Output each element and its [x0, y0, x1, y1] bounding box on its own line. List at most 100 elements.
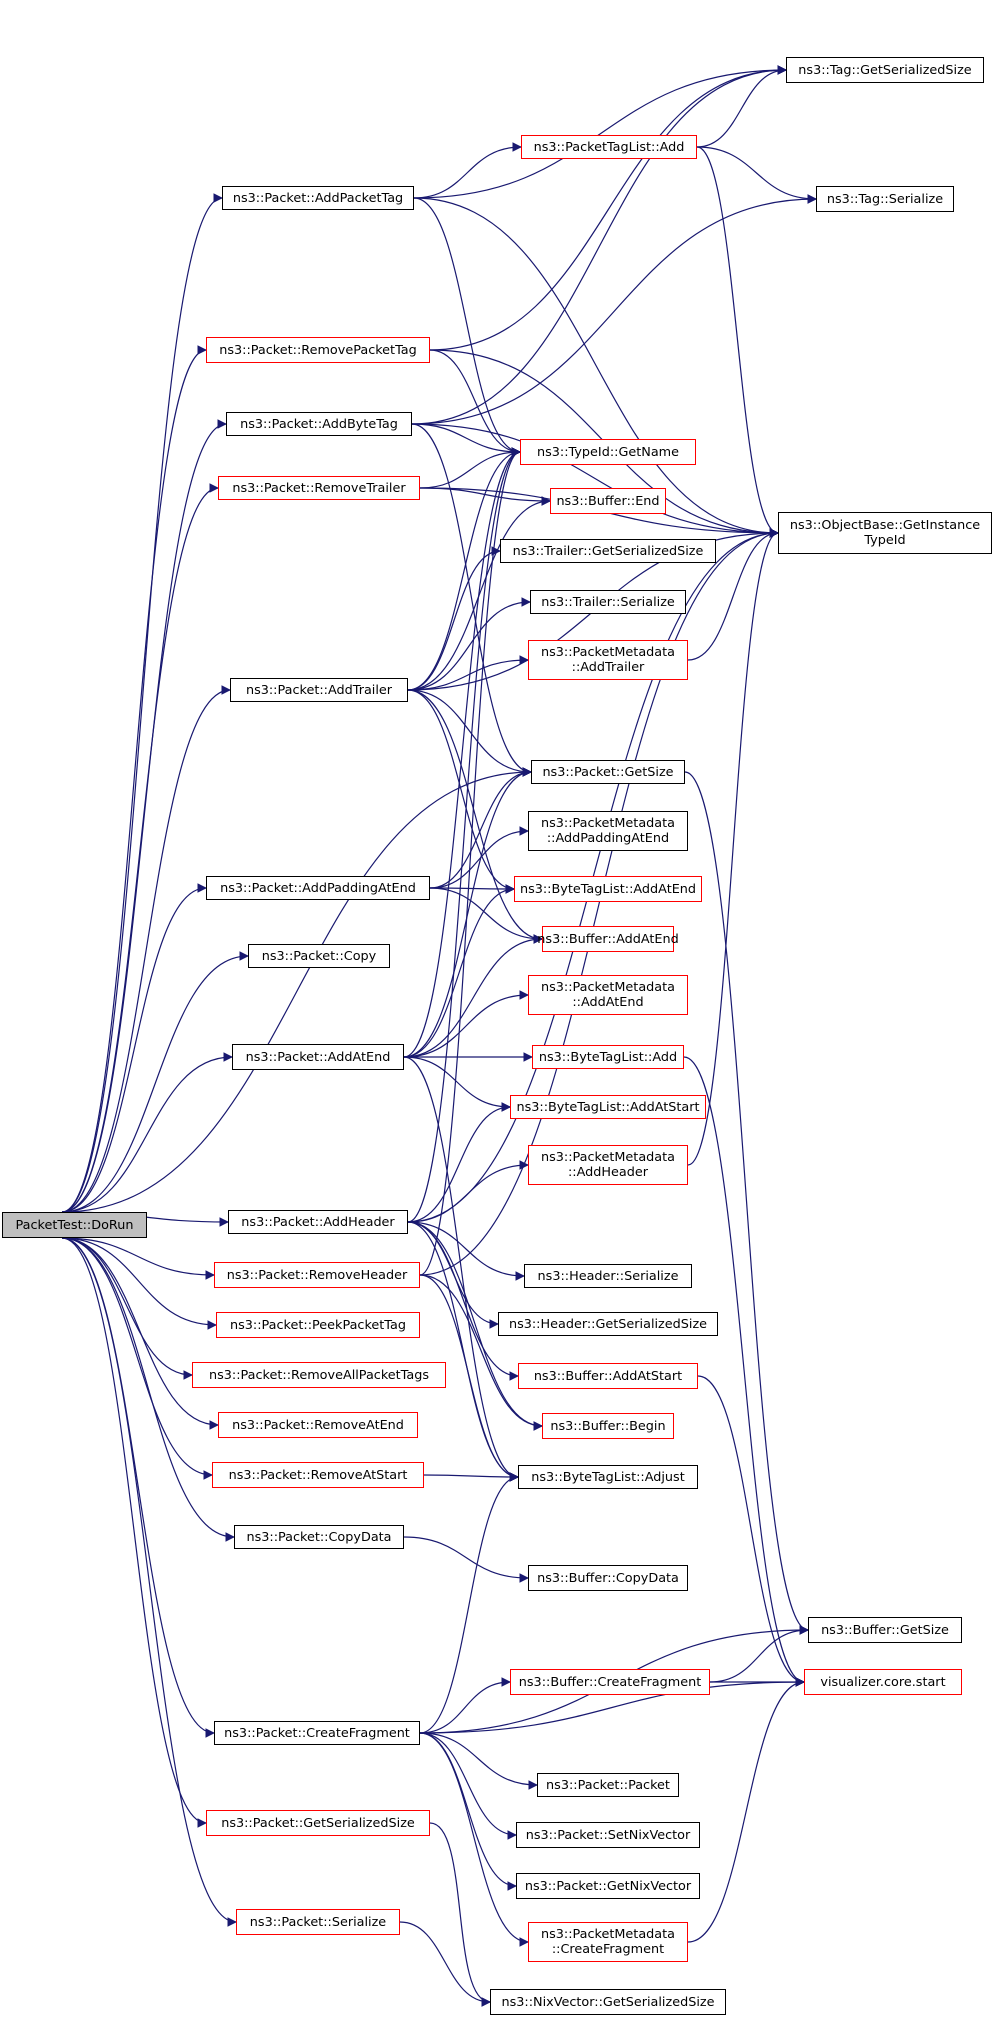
node-getnixvector[interactable]: ns3::Packet::GetNixVector — [516, 1873, 700, 1899]
node-addpaddingatend[interactable]: ns3::Packet::AddPaddingAtEnd — [206, 876, 430, 900]
node-objectbase[interactable]: ns3::ObjectBase::GetInstance TypeId — [778, 512, 992, 554]
edge-dorun-to-copy — [61, 951, 249, 1213]
edge-addtrailer-to-trailerserialize — [407, 597, 531, 691]
node-addpackettag[interactable]: ns3::Packet::AddPacketTag — [222, 186, 414, 210]
edge-dorun-to-removeallpackettags — [61, 1237, 193, 1380]
node-label: ns3::ByteTagList::Adjust — [531, 1469, 685, 1485]
edge-addatend-to-typeidgetname — [403, 447, 521, 1058]
node-label: ns3::Packet::Copy — [261, 948, 377, 964]
node-createfragment[interactable]: ns3::Packet::CreateFragment — [214, 1721, 420, 1745]
node-removetrailer[interactable]: ns3::Packet::RemoveTrailer — [218, 476, 420, 500]
node-buffercreatefragment[interactable]: ns3::Buffer::CreateFragment — [510, 1669, 710, 1695]
node-label: ns3::Packet::RemoveTrailer — [232, 480, 406, 496]
node-bufferend[interactable]: ns3::Buffer::End — [550, 488, 666, 514]
node-nixgetserializedsize[interactable]: ns3::NixVector::GetSerializedSize — [490, 1989, 726, 2015]
node-label: ns3::Packet::AddHeader — [241, 1214, 395, 1230]
node-pmaddpaddingatend[interactable]: ns3::PacketMetadata ::AddPaddingAtEnd — [528, 811, 688, 851]
edge-addatend-to-bufferaddatend — [403, 934, 543, 1058]
edge-addpackettag-to-objectbase — [413, 197, 779, 538]
edge-dorun-to-addtrailer — [61, 685, 231, 1213]
edge-dorun-to-serialize — [61, 1237, 237, 1927]
node-headerserialize[interactable]: ns3::Header::Serialize — [524, 1264, 692, 1288]
node-label: ns3::PacketMetadata ::AddTrailer — [540, 645, 675, 675]
node-headergetserializedsize[interactable]: ns3::Header::GetSerializedSize — [498, 1312, 718, 1336]
node-addheader[interactable]: ns3::Packet::AddHeader — [228, 1210, 408, 1234]
node-bufferaddatstart[interactable]: ns3::Buffer::AddAtStart — [518, 1363, 698, 1389]
node-packettaglistadd[interactable]: ns3::PacketTagList::Add — [521, 135, 697, 159]
edge-dorun-to-addatend — [61, 1052, 233, 1213]
edge-removetrailer-to-typeidgetname — [419, 447, 521, 489]
node-btladdatstart[interactable]: ns3::ByteTagList::AddAtStart — [510, 1095, 706, 1119]
edge-pmaddheader-to-objectbase — [687, 528, 779, 1166]
node-removeheader[interactable]: ns3::Packet::RemoveHeader — [214, 1262, 420, 1288]
node-label: ns3::Packet::Packet — [546, 1777, 670, 1793]
edge-dorun-to-copydata — [61, 1237, 235, 1542]
node-tagserialize[interactable]: ns3::Tag::Serialize — [816, 186, 954, 212]
edge-addpackettag-to-typeidgetname — [413, 197, 521, 457]
edge-addpaddingatend-to-btladdatend — [429, 884, 515, 894]
node-typeidgetname[interactable]: ns3::TypeId::GetName — [520, 439, 696, 465]
node-bufferaddatend[interactable]: ns3::Buffer::AddAtEnd — [537, 926, 679, 952]
node-label: ns3::Packet::RemovePacketTag — [219, 342, 417, 358]
edge-dorun-to-addpackettag — [61, 193, 223, 1213]
node-label: ns3::Packet::AddByteTag — [240, 416, 398, 432]
node-removeatstart[interactable]: ns3::Packet::RemoveAtStart — [212, 1462, 424, 1488]
node-taggetserializedsize[interactable]: ns3::Tag::GetSerializedSize — [786, 57, 984, 83]
node-label: ns3::Packet::SetNixVector — [525, 1827, 691, 1843]
edge-packettaglistadd-to-objectbase — [696, 146, 779, 538]
node-label: ns3::ObjectBase::GetInstance TypeId — [789, 518, 981, 548]
edge-removeheader-to-objectbase — [419, 528, 779, 1276]
node-getserializedsize[interactable]: ns3::Packet::GetSerializedSize — [206, 1810, 430, 1836]
node-bufferbegin[interactable]: ns3::Buffer::Begin — [542, 1413, 674, 1439]
node-label: ns3::Packet::PeekPacketTag — [230, 1317, 406, 1333]
edge-removeheader-to-bufferbegin — [419, 1274, 543, 1431]
node-buffercopydata[interactable]: ns3::Buffer::CopyData — [528, 1565, 688, 1591]
edge-removepackettag-to-taggetserializedsize — [429, 65, 787, 351]
node-pmaddtrailer[interactable]: ns3::PacketMetadata ::AddTrailer — [528, 640, 688, 680]
edge-addbytetag-to-taggetserializedsize — [411, 65, 787, 425]
edge-dorun-to-removetrailer — [61, 483, 219, 1213]
node-label: ns3::Packet::GetSerializedSize — [221, 1815, 415, 1831]
node-addtrailer[interactable]: ns3::Packet::AddTrailer — [230, 678, 408, 702]
node-copydata[interactable]: ns3::Packet::CopyData — [234, 1525, 404, 1549]
node-removepackettag[interactable]: ns3::Packet::RemovePacketTag — [206, 337, 430, 363]
node-label: ns3::Packet::GetSize — [542, 764, 674, 780]
edge-dorun-to-addpaddingatend — [61, 883, 207, 1213]
edge-dorun-to-removepackettag — [61, 345, 207, 1213]
node-pmcreatefragment[interactable]: ns3::PacketMetadata ::CreateFragment — [528, 1922, 688, 1962]
node-label: ns3::Packet::AddPacketTag — [232, 190, 404, 206]
node-buffergetsize[interactable]: ns3::Buffer::GetSize — [808, 1617, 962, 1643]
edge-createfragment-to-packetpacket — [419, 1732, 538, 1790]
node-btladd[interactable]: ns3::ByteTagList::Add — [532, 1045, 684, 1069]
node-setnixvector[interactable]: ns3::Packet::SetNixVector — [516, 1822, 700, 1848]
node-label: ns3::Packet::Serialize — [249, 1914, 387, 1930]
edge-addpackettag-to-packettaglistadd — [413, 142, 522, 199]
node-addbytetag[interactable]: ns3::Packet::AddByteTag — [226, 412, 412, 436]
node-copy[interactable]: ns3::Packet::Copy — [248, 944, 390, 968]
node-packetpacket[interactable]: ns3::Packet::Packet — [537, 1773, 679, 1797]
node-label: ns3::Packet::AddTrailer — [245, 682, 393, 698]
node-btladdatend[interactable]: ns3::ByteTagList::AddAtEnd — [514, 876, 702, 902]
node-btladjust[interactable]: ns3::ByteTagList::Adjust — [518, 1465, 698, 1489]
node-pmaddheader[interactable]: ns3::PacketMetadata ::AddHeader — [528, 1145, 688, 1185]
node-label: ns3::ByteTagList::Add — [538, 1049, 678, 1065]
node-trailergetserializedsize[interactable]: ns3::Trailer::GetSerializedSize — [500, 539, 716, 563]
edge-createfragment-to-btladjust — [419, 1472, 519, 1734]
node-serialize[interactable]: ns3::Packet::Serialize — [236, 1909, 400, 1935]
node-addatend[interactable]: ns3::Packet::AddAtEnd — [232, 1044, 404, 1070]
edge-createfragment-to-getnixvector — [419, 1732, 517, 1891]
node-label: ns3::ByteTagList::AddAtStart — [516, 1099, 700, 1115]
edge-addheader-to-btladjust — [407, 1221, 519, 1482]
node-packetgetsize[interactable]: ns3::Packet::GetSize — [531, 760, 685, 784]
node-pmaddatend[interactable]: ns3::PacketMetadata ::AddAtEnd — [528, 975, 688, 1015]
edge-pmaddtrailer-to-objectbase — [687, 528, 779, 661]
node-label: ns3::Buffer::AddAtEnd — [537, 931, 679, 947]
node-trailerserialize[interactable]: ns3::Trailer::Serialize — [530, 590, 686, 614]
node-removeallpackettags[interactable]: ns3::Packet::RemoveAllPacketTags — [192, 1362, 446, 1388]
node-peekpackettag[interactable]: ns3::Packet::PeekPacketTag — [216, 1312, 420, 1338]
edge-createfragment-to-buffercreatefragment — [419, 1677, 511, 1734]
node-removeatend[interactable]: ns3::Packet::RemoveAtEnd — [218, 1412, 418, 1438]
node-label: ns3::PacketMetadata ::AddPaddingAtEnd — [540, 816, 675, 846]
node-vizstart[interactable]: visualizer.core.start — [804, 1669, 962, 1695]
